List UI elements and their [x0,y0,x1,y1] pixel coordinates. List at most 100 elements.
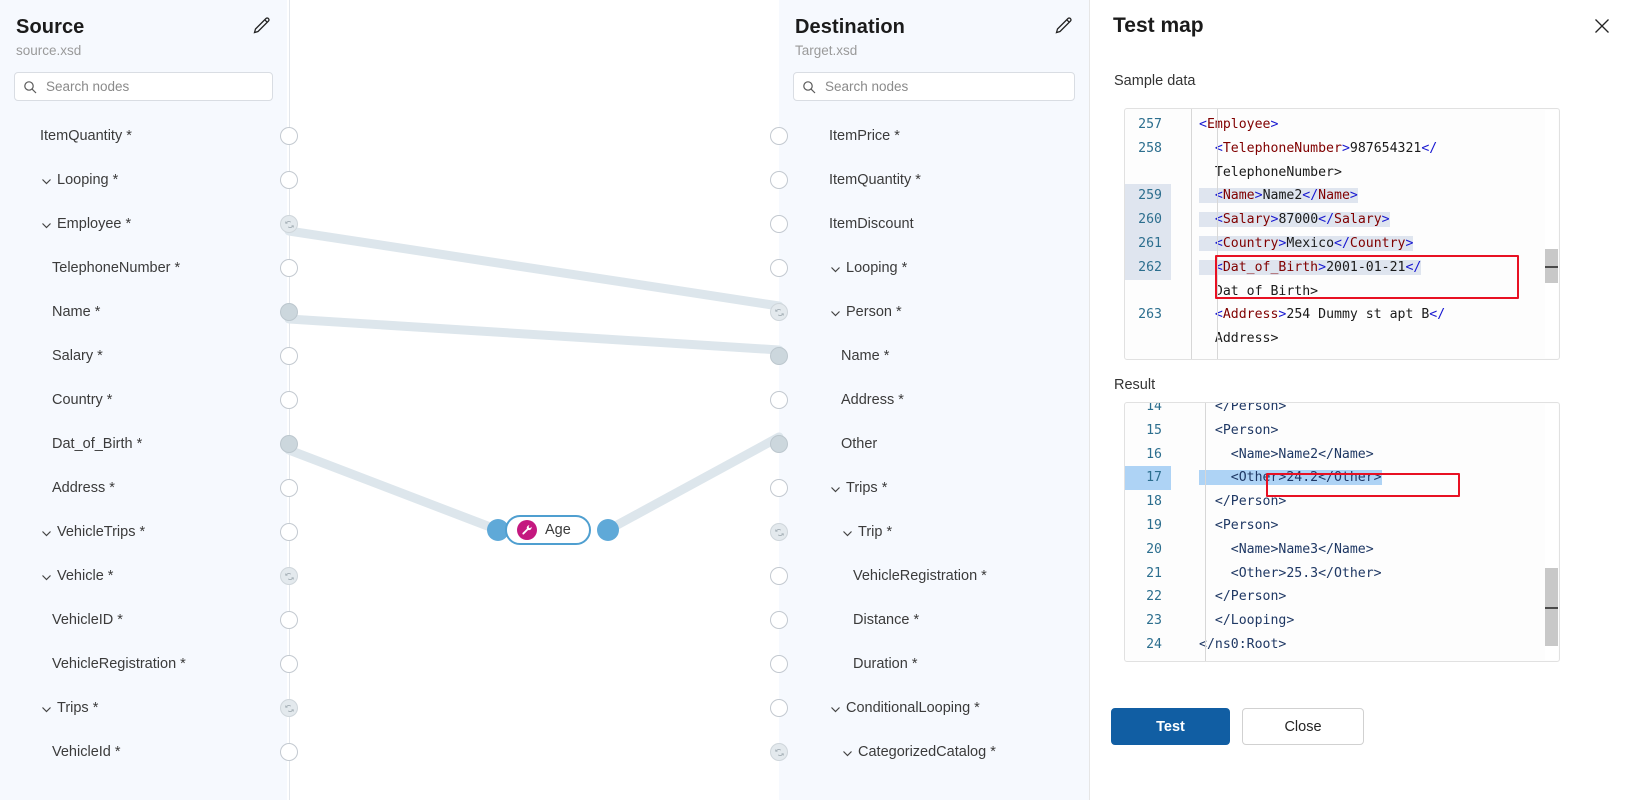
destination-connector-handle[interactable] [770,567,788,585]
source-connector-handle[interactable] [280,171,298,189]
sample-data-editor[interactable]: 257<Employee>258 <TelephoneNumber>987654… [1124,108,1560,360]
age-node-output-port[interactable] [597,519,619,541]
destination-tree-node-row[interactable]: Person * [779,290,1089,334]
source-connector-handle[interactable] [280,611,298,629]
destination-connector-handle[interactable] [770,171,788,189]
destination-connector-handle[interactable] [770,215,788,233]
result-line-number: 20 [1146,541,1162,557]
source-tree-node-row[interactable]: VehicleId * [0,730,287,774]
destination-connector-handle[interactable] [770,699,788,717]
destination-tree-node-row[interactable]: CategorizedCatalog * [779,730,1089,774]
source-connector-handle[interactable] [280,743,298,761]
pencil-icon[interactable] [251,14,273,36]
source-tree-node-row[interactable]: Country * [0,378,287,422]
sample-scrollbar-track[interactable] [1545,110,1558,358]
source-tree-node-row[interactable]: Name * [0,290,287,334]
pencil-icon[interactable] [1053,14,1075,36]
chevron-down-icon[interactable] [841,527,854,540]
result-scrollbar-thumb[interactable] [1545,568,1558,646]
destination-filename: Target.xsd [795,43,858,58]
destination-tree-node-label: Other [841,436,878,452]
source-tree-node-label: Salary * [52,348,103,364]
destination-connector-handle[interactable] [770,743,788,761]
source-connector-handle[interactable] [280,303,298,321]
source-tree-node-label: VehicleId * [52,744,121,760]
result-line-text: </ns0:Root> [1199,636,1287,652]
source-connector-handle[interactable] [280,567,298,585]
chevron-down-icon[interactable] [40,219,53,232]
chevron-down-icon[interactable] [40,175,53,188]
result-editor[interactable]: 14 </Person>15 <Person>16 <Name>Name2</N… [1124,402,1560,662]
destination-tree-node-row[interactable]: ItemPrice * [779,114,1089,158]
chevron-down-icon[interactable] [829,483,842,496]
sample-line-text: <Employee> [1199,117,1279,132]
chevron-down-icon[interactable] [40,571,53,584]
destination-tree-node-row[interactable]: ItemDiscount [779,202,1089,246]
source-connector-handle[interactable] [280,435,298,453]
source-tree-node-row[interactable]: Address * [0,466,287,510]
destination-tree-node-label: VehicleRegistration * [853,568,987,584]
result-line-number: 23 [1146,613,1162,629]
destination-connector-handle[interactable] [770,611,788,629]
source-tree-node-row[interactable]: ItemQuantity * [0,114,287,158]
source-connector-handle[interactable] [280,347,298,365]
destination-tree-node-row[interactable]: Other [779,422,1089,466]
source-tree-node-row[interactable]: Dat_of_Birth * [0,422,287,466]
chevron-down-icon[interactable] [829,307,842,320]
source-tree-node-row[interactable]: Trips * [0,686,287,730]
destination-connector-handle[interactable] [770,347,788,365]
source-connector-handle[interactable] [280,127,298,145]
source-tree-node-row[interactable]: Vehicle * [0,554,287,598]
chevron-down-icon[interactable] [40,703,53,716]
source-tree-node-row[interactable]: VehicleTrips * [0,510,287,554]
destination-tree-node-row[interactable]: Distance * [779,598,1089,642]
source-connector-handle[interactable] [280,523,298,541]
source-tree-node-row[interactable]: TelephoneNumber * [0,246,287,290]
source-connector-handle[interactable] [280,391,298,409]
destination-connector-handle[interactable] [770,655,788,673]
source-tree-node-row[interactable]: Looping * [0,158,287,202]
source-tree-node-row[interactable]: VehicleID * [0,598,287,642]
source-search-box[interactable] [14,72,273,101]
destination-connector-handle[interactable] [770,479,788,497]
source-connector-handle[interactable] [280,699,298,717]
chevron-down-icon[interactable] [40,527,53,540]
destination-tree-node-row[interactable]: Trip * [779,510,1089,554]
close-button[interactable]: Close [1242,708,1364,745]
source-tree-node-row[interactable]: VehicleRegistration * [0,642,287,686]
destination-search-box[interactable] [793,72,1075,101]
destination-tree-node-row[interactable]: Address * [779,378,1089,422]
destination-connector-handle[interactable] [770,303,788,321]
destination-search-input[interactable] [823,78,1066,95]
source-connector-handle[interactable] [280,215,298,233]
chevron-down-icon[interactable] [841,747,854,760]
source-connector-handle[interactable] [280,259,298,277]
destination-tree-node-row[interactable]: Name * [779,334,1089,378]
chevron-down-icon[interactable] [829,263,842,276]
destination-connector-handle[interactable] [770,391,788,409]
source-connector-handle[interactable] [280,655,298,673]
destination-tree-node-row[interactable]: ConditionalLooping * [779,686,1089,730]
source-connector-handle[interactable] [280,479,298,497]
destination-tree-node-row[interactable]: Duration * [779,642,1089,686]
destination-connector-handle[interactable] [770,523,788,541]
sample-scrollbar-thumb[interactable] [1545,249,1558,283]
test-button[interactable]: Test [1111,708,1230,745]
result-line-number: 19 [1146,517,1162,533]
sample-line-number: 262 [1125,255,1171,280]
destination-connector-handle[interactable] [770,259,788,277]
source-search-input[interactable] [44,78,264,95]
destination-tree-node-row[interactable]: VehicleRegistration * [779,554,1089,598]
source-schema-panel: Source source.xsd ItemQuantity *Looping … [0,0,287,800]
destination-connector-handle[interactable] [770,435,788,453]
function-node-age[interactable]: Age [505,515,591,545]
source-tree-node-row[interactable]: Employee * [0,202,287,246]
destination-tree-node-row[interactable]: Trips * [779,466,1089,510]
destination-tree-node-row[interactable]: Looping * [779,246,1089,290]
source-tree-node-row[interactable]: Salary * [0,334,287,378]
destination-tree-node-row[interactable]: ItemQuantity * [779,158,1089,202]
mapping-canvas[interactable] [287,0,779,800]
chevron-down-icon[interactable] [829,703,842,716]
destination-connector-handle[interactable] [770,127,788,145]
close-icon[interactable] [1590,14,1614,38]
